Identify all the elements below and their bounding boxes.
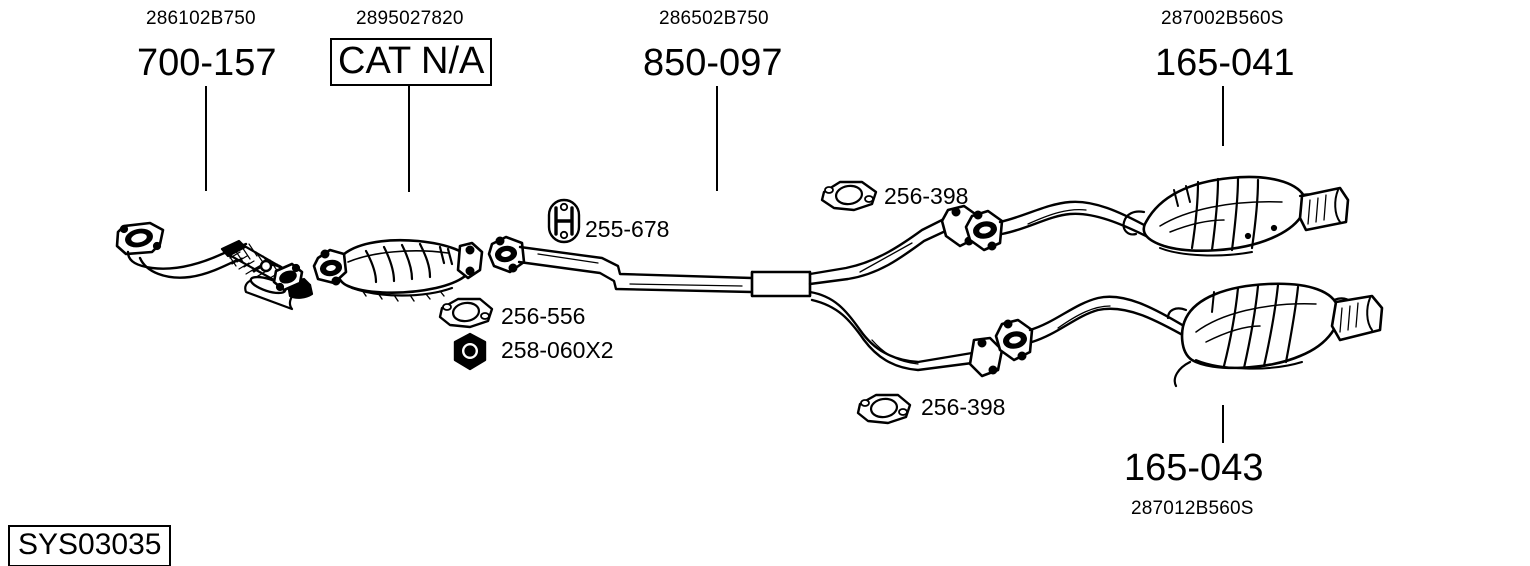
- leader-line-catalytic-converter: [408, 84, 410, 192]
- part-number-catalytic-converter[interactable]: CAT N/A: [330, 38, 493, 86]
- leader-line-rear-muffler-upper: [1222, 86, 1224, 146]
- oem-number-rear-muffler-lower: 287012B560S: [1131, 498, 1254, 519]
- y-split-art: [808, 204, 1004, 378]
- part-number-rear-muffler-upper[interactable]: 165-041: [1155, 42, 1295, 84]
- hanger-bracket-icon: [547, 198, 581, 244]
- leader-line-rear-muffler-lower: [1222, 405, 1224, 443]
- callout-label-256-398-lower[interactable]: 256-398: [921, 394, 1006, 420]
- leader-line-center-pipe: [716, 86, 718, 191]
- catalytic-converter-art: [312, 238, 484, 302]
- callout-label-256-556[interactable]: 256-556: [501, 303, 586, 329]
- oem-number-front-pipe: 286102B750: [146, 8, 256, 29]
- part-number-front-pipe[interactable]: 700-157: [137, 42, 277, 84]
- leader-line-front-pipe: [205, 86, 207, 191]
- gasket-icon-lower: [856, 393, 912, 425]
- hex-nut-icon: [453, 332, 487, 371]
- front-pipe-art: [115, 221, 314, 311]
- part-number-rear-muffler-lower[interactable]: 165-043: [1124, 447, 1264, 489]
- oem-number-catalytic-converter: 2895027820: [356, 8, 464, 29]
- rear-muffler-upper-art: [964, 175, 1350, 257]
- center-pipe-art: [487, 235, 812, 298]
- oem-number-rear-muffler-upper: 287002B560S: [1161, 8, 1284, 29]
- system-code-badge[interactable]: SYS03035: [8, 525, 172, 566]
- gasket-icon-center: [438, 297, 494, 329]
- callout-label-258-060x2[interactable]: 258-060X2: [501, 337, 614, 363]
- callout-label-256-398-upper[interactable]: 256-398: [884, 183, 969, 209]
- gasket-icon-upper: [820, 180, 878, 212]
- rear-muffler-lower-art: [994, 282, 1384, 388]
- oem-number-center-pipe: 286502B750: [659, 8, 769, 29]
- part-number-center-pipe[interactable]: 850-097: [643, 42, 783, 84]
- callout-label-255-678[interactable]: 255-678: [585, 216, 670, 242]
